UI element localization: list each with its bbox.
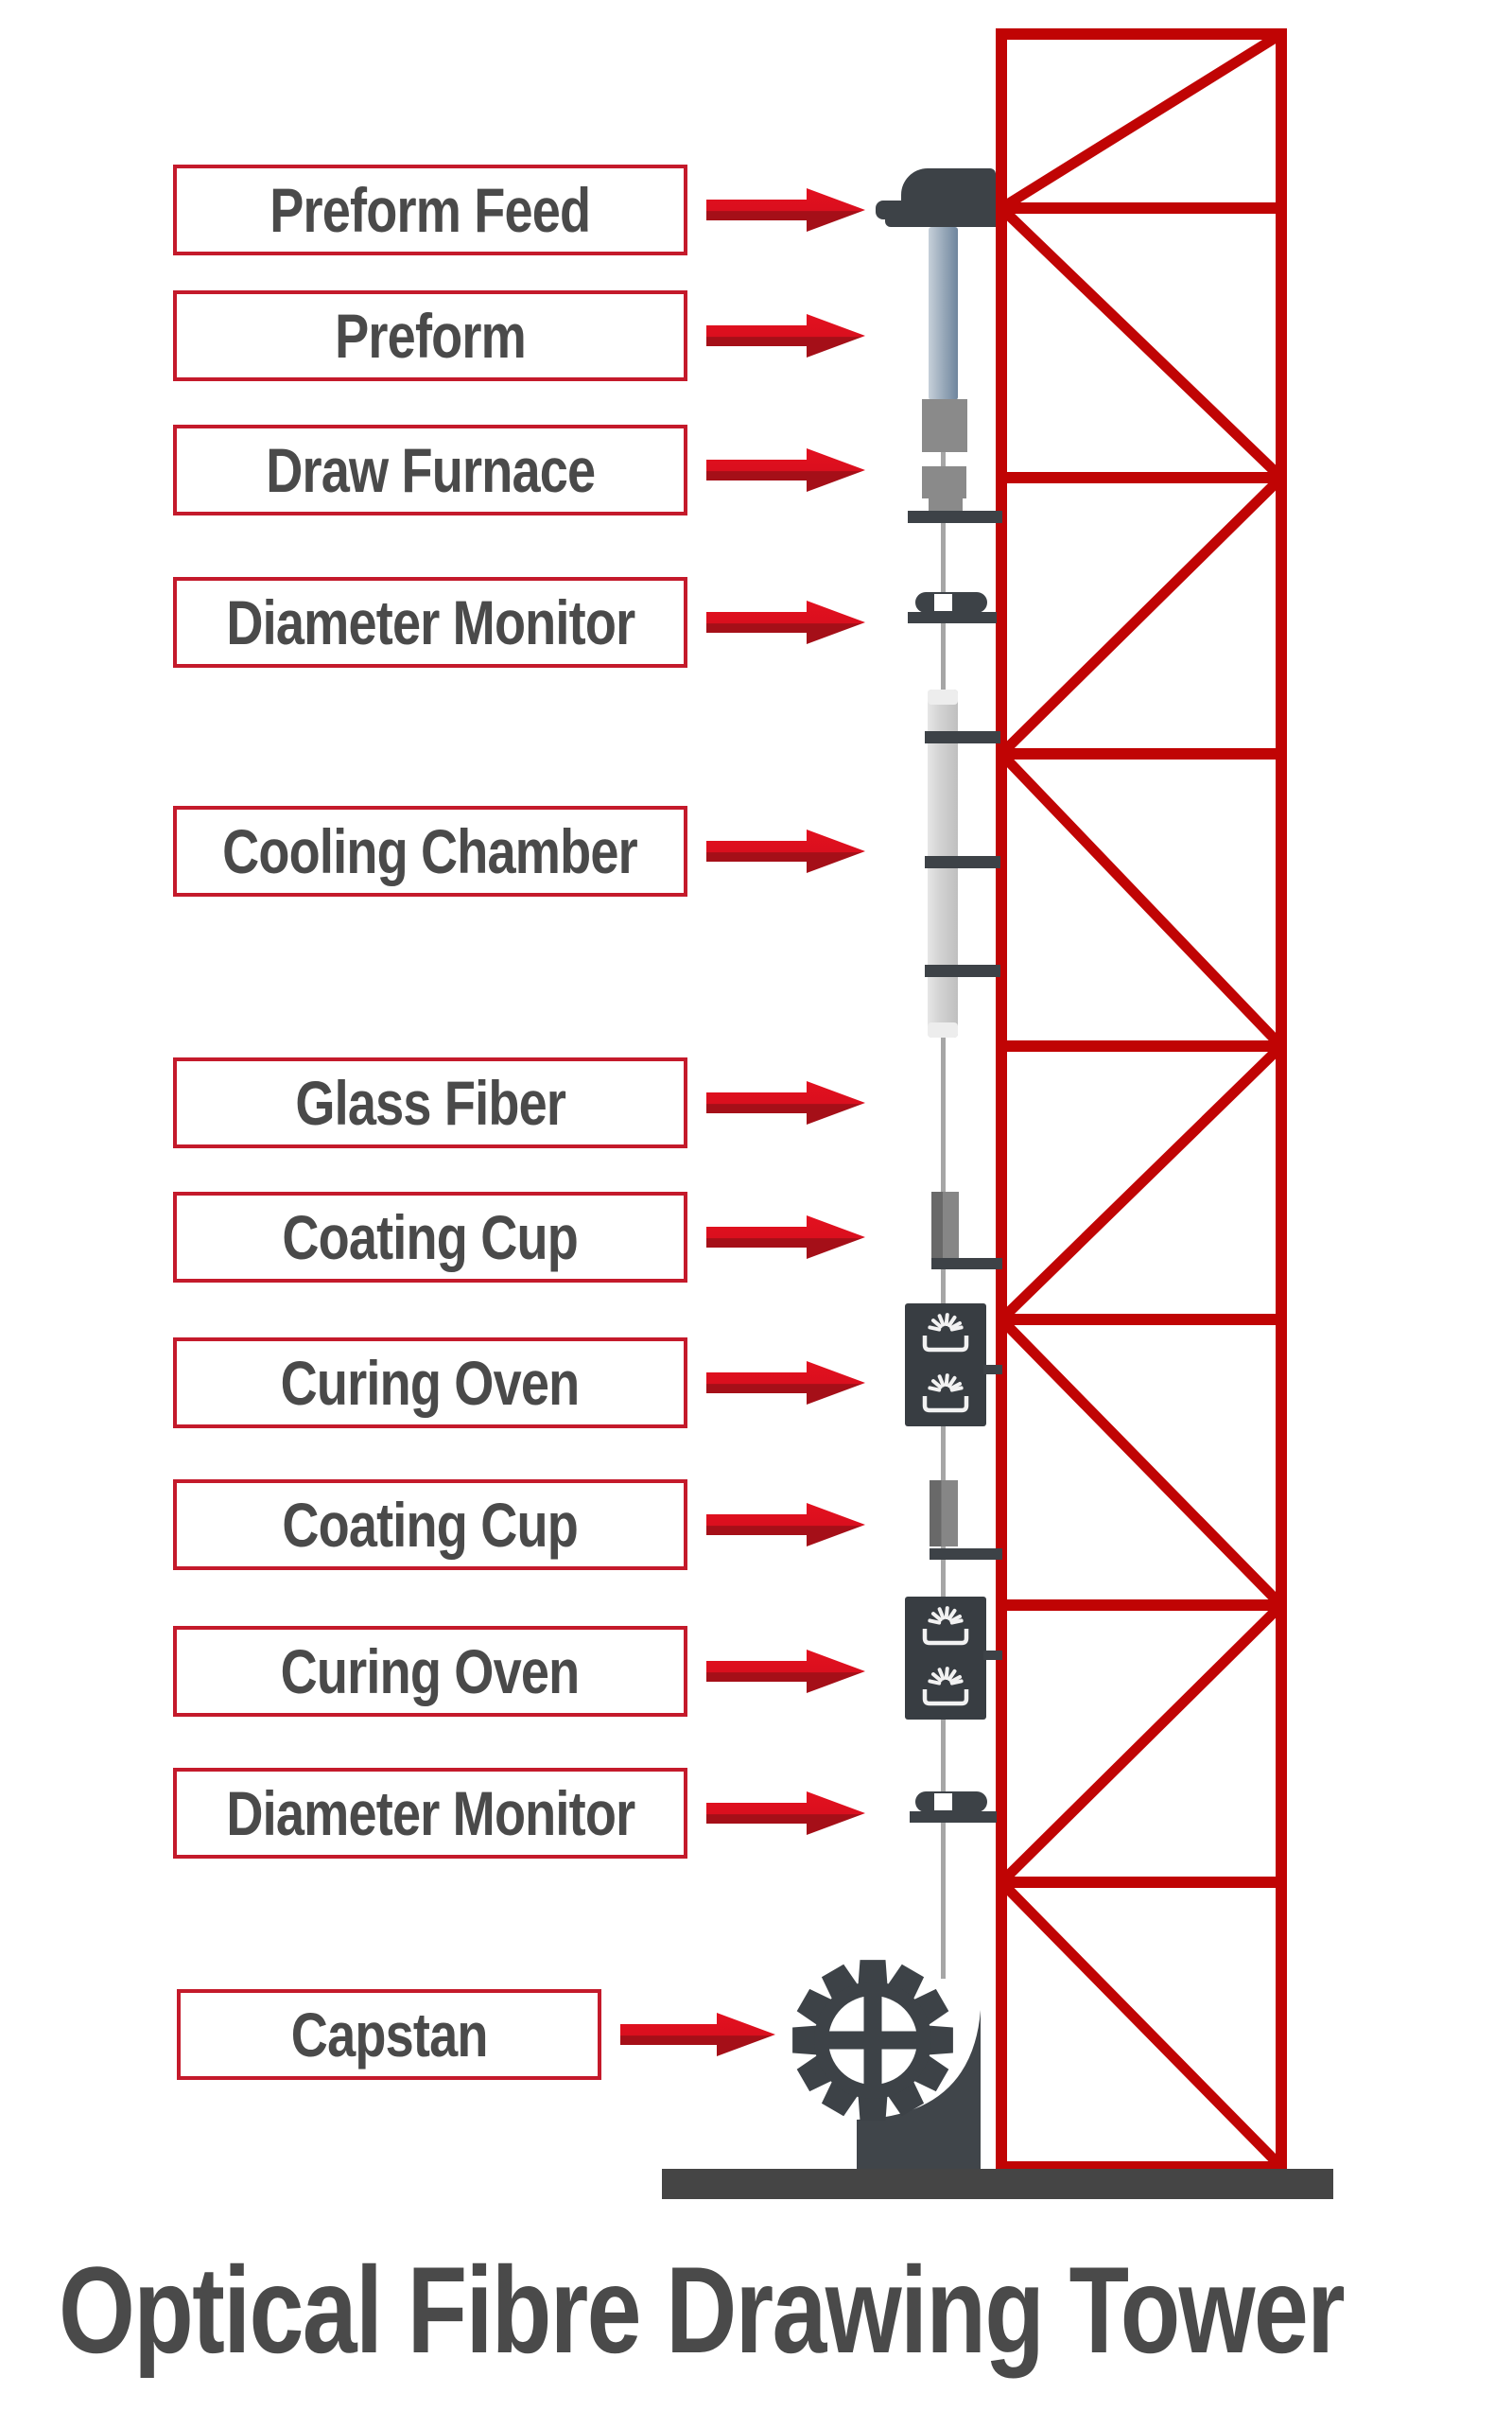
arrow-icon-coating-cup-2 xyxy=(706,1503,865,1546)
curing-oven-1-mount xyxy=(983,1365,1002,1374)
label-box-preform-feed: Preform Feed xyxy=(173,165,687,255)
label-text-diameter-monitor: Diameter Monitor xyxy=(226,587,635,657)
draw-furnace-lower-block xyxy=(922,466,966,498)
arrow-icon-curing-oven xyxy=(706,1361,865,1405)
diameter-monitor-1-base xyxy=(908,612,997,623)
label-text-coating-cup: Coating Cup xyxy=(282,1202,579,1272)
arrow-icon-preform xyxy=(706,314,865,358)
draw-furnace-foot xyxy=(929,498,963,512)
label-box-preform: Preform xyxy=(173,290,687,381)
arrow-icon-glass-fiber xyxy=(706,1081,865,1125)
label-box-curing-oven: Curing Oven xyxy=(173,1337,687,1428)
curing-oven-2 xyxy=(905,1597,986,1720)
label-text-curing-oven-2: Curing Oven xyxy=(281,1636,581,1706)
arrow-icon-curing-oven-2 xyxy=(706,1650,865,1693)
curing-oven-2-mount xyxy=(983,1651,1002,1660)
uv-lamp-icon xyxy=(922,1313,969,1353)
label-text-preform: Preform xyxy=(335,301,527,371)
diameter-monitor-2-slot xyxy=(934,1793,952,1810)
label-text-coating-cup-2: Coating Cup xyxy=(282,1490,579,1560)
arrow-icon-preform-feed xyxy=(706,188,865,232)
cooling-clamp-1 xyxy=(925,731,1000,743)
arrow-icon-capstan xyxy=(620,2013,775,2056)
label-text-curing-oven: Curing Oven xyxy=(281,1348,581,1418)
coating-cup-1 xyxy=(931,1192,959,1265)
uv-lamp-icon xyxy=(922,1373,969,1413)
coating-cup-1-bracket xyxy=(931,1258,1002,1269)
capstan-pedestal xyxy=(857,2010,981,2171)
page-title: Optical Fibre Drawing Tower xyxy=(59,2241,1346,2379)
label-box-draw-furnace: Draw Furnace xyxy=(173,425,687,515)
preform-feed-collar xyxy=(885,206,996,227)
capstan-gear-icon xyxy=(792,1960,953,2121)
cooling-clamp-2 xyxy=(925,856,1000,868)
cooling-chamber-bottom-cap xyxy=(928,1022,958,1038)
uv-lamp-icon xyxy=(922,1667,969,1706)
preform-rod xyxy=(929,227,958,400)
uv-lamp-icon xyxy=(922,1606,969,1646)
arrow-icon-diameter-monitor-2 xyxy=(706,1791,865,1835)
arrow-icon-cooling-chamber xyxy=(706,830,865,873)
cooling-chamber-top-cap xyxy=(928,690,958,705)
label-box-cooling-chamber: Cooling Chamber xyxy=(173,806,687,897)
label-box-curing-oven-2: Curing Oven xyxy=(173,1626,687,1717)
diameter-monitor-2-base xyxy=(910,1811,997,1823)
cooling-clamp-3 xyxy=(925,965,1000,977)
diameter-monitor-1-slot xyxy=(934,594,952,611)
label-box-coating-cup-2: Coating Cup xyxy=(173,1479,687,1570)
arrow-icon-draw-furnace xyxy=(706,448,865,492)
label-text-glass-fiber: Glass Fiber xyxy=(295,1068,566,1138)
coating-cup-2-bracket xyxy=(930,1548,1002,1560)
label-text-cooling-chamber: Cooling Chamber xyxy=(222,816,639,886)
label-box-coating-cup: Coating Cup xyxy=(173,1192,687,1283)
arrow-icon-diameter-monitor xyxy=(706,601,865,644)
furnace-mount-bracket xyxy=(908,511,1002,523)
label-text-capstan: Capstan xyxy=(290,2000,489,2070)
label-text-draw-furnace: Draw Furnace xyxy=(265,435,596,505)
arrow-icon-coating-cup xyxy=(706,1215,865,1259)
label-box-diameter-monitor: Diameter Monitor xyxy=(173,577,687,668)
label-text-diameter-monitor-2: Diameter Monitor xyxy=(226,1778,635,1848)
coating-cup-2 xyxy=(930,1480,958,1546)
draw-furnace-upper-block xyxy=(922,399,967,452)
label-box-capstan: Capstan xyxy=(177,1989,601,2080)
curing-oven-1 xyxy=(905,1303,986,1426)
label-box-diameter-monitor-2: Diameter Monitor xyxy=(173,1768,687,1859)
label-text-preform-feed: Preform Feed xyxy=(269,175,591,245)
label-box-glass-fiber: Glass Fiber xyxy=(173,1057,687,1148)
base-platform xyxy=(662,2169,1333,2199)
